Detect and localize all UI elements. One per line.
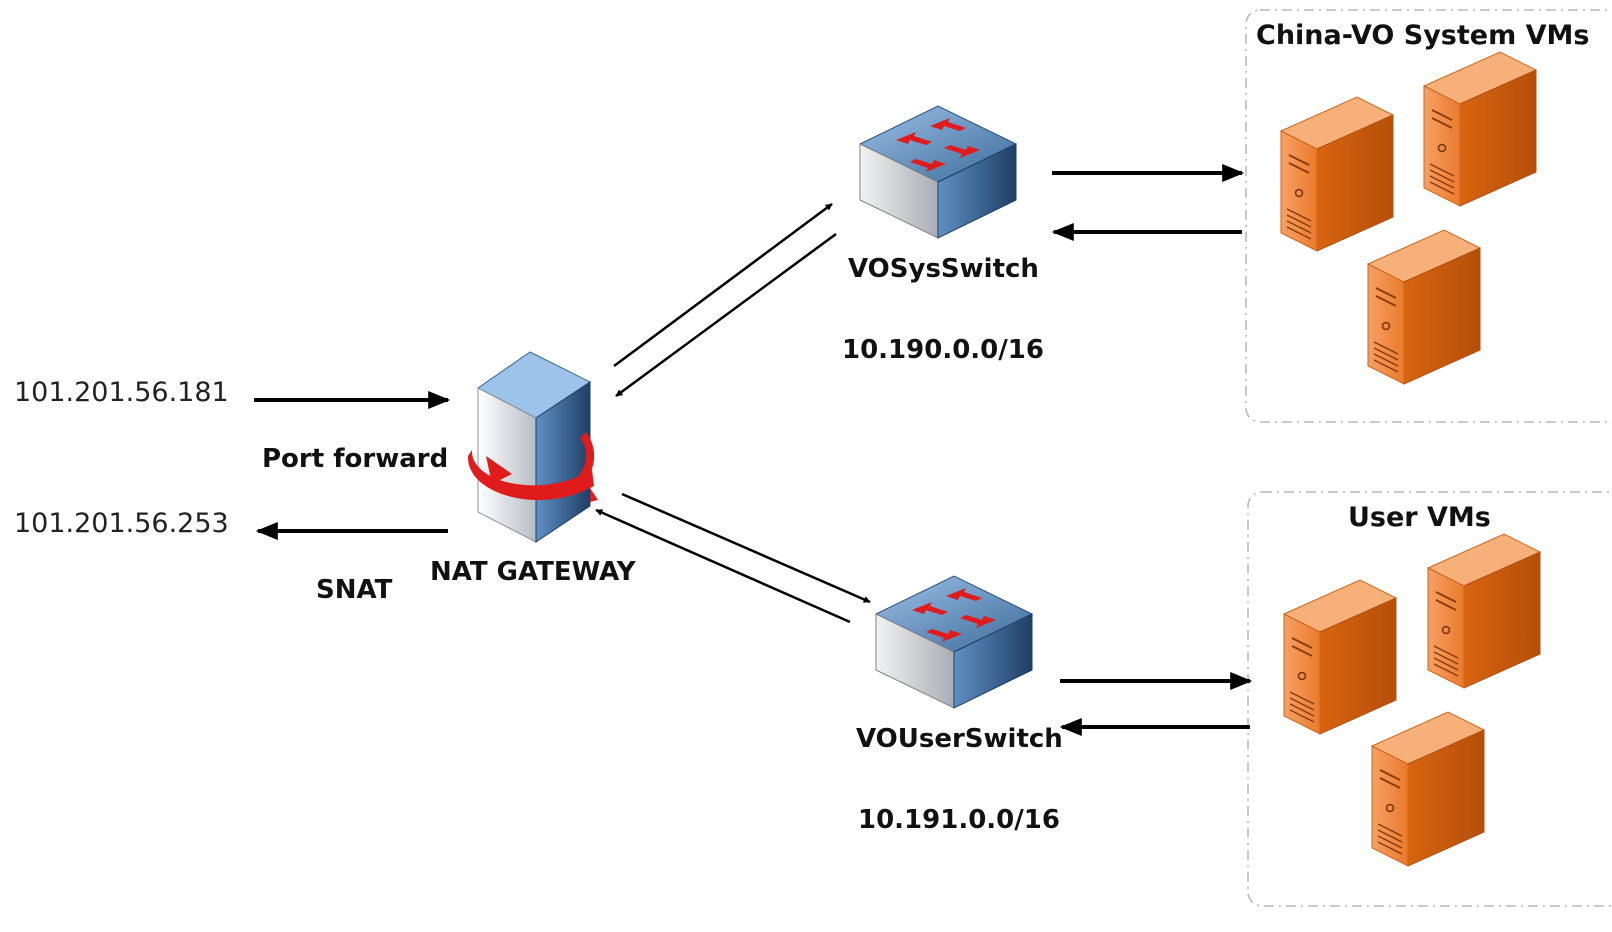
nat-gateway-icon (467, 351, 598, 543)
group-title-user-vms: User VMs (1348, 502, 1491, 533)
server-icon (1423, 51, 1537, 207)
connector-lines-thick (254, 164, 1253, 736)
arrow-sys-switch-to-gateway (615, 232, 837, 398)
sys-switch-label: VOSysSwitch (848, 254, 1039, 284)
user-switch-subnet: 10.191.0.0/16 (858, 805, 1060, 835)
user-switch-icon (875, 575, 1033, 709)
connector-lines (595, 202, 871, 624)
arrow-gateway-to-user-switch (621, 492, 871, 604)
group-box-user-vms (1247, 491, 1612, 907)
group-title-system-vms: China-VO System VMs (1256, 20, 1589, 51)
external-ip-in: 101.201.56.181 (14, 377, 229, 408)
nat-gateway-label: NAT GATEWAY (430, 557, 637, 587)
server-icon (1371, 711, 1485, 867)
arrow-user-switch-to-gateway (595, 508, 851, 624)
server-icon (1280, 96, 1394, 252)
group-box-system-vms (1245, 9, 1612, 423)
sys-switch-icon (859, 105, 1017, 239)
external-ip-out: 101.201.56.253 (14, 508, 229, 539)
snat-label: SNAT (316, 575, 393, 605)
server-icon (1367, 229, 1481, 385)
arrow-gateway-to-sys-switch (613, 202, 833, 368)
port-forward-label: Port forward (262, 444, 448, 474)
sys-switch-subnet: 10.190.0.0/16 (842, 335, 1044, 365)
server-icon (1283, 579, 1397, 735)
user-switch-label: VOUserSwitch (856, 724, 1063, 754)
server-icon (1427, 533, 1541, 689)
